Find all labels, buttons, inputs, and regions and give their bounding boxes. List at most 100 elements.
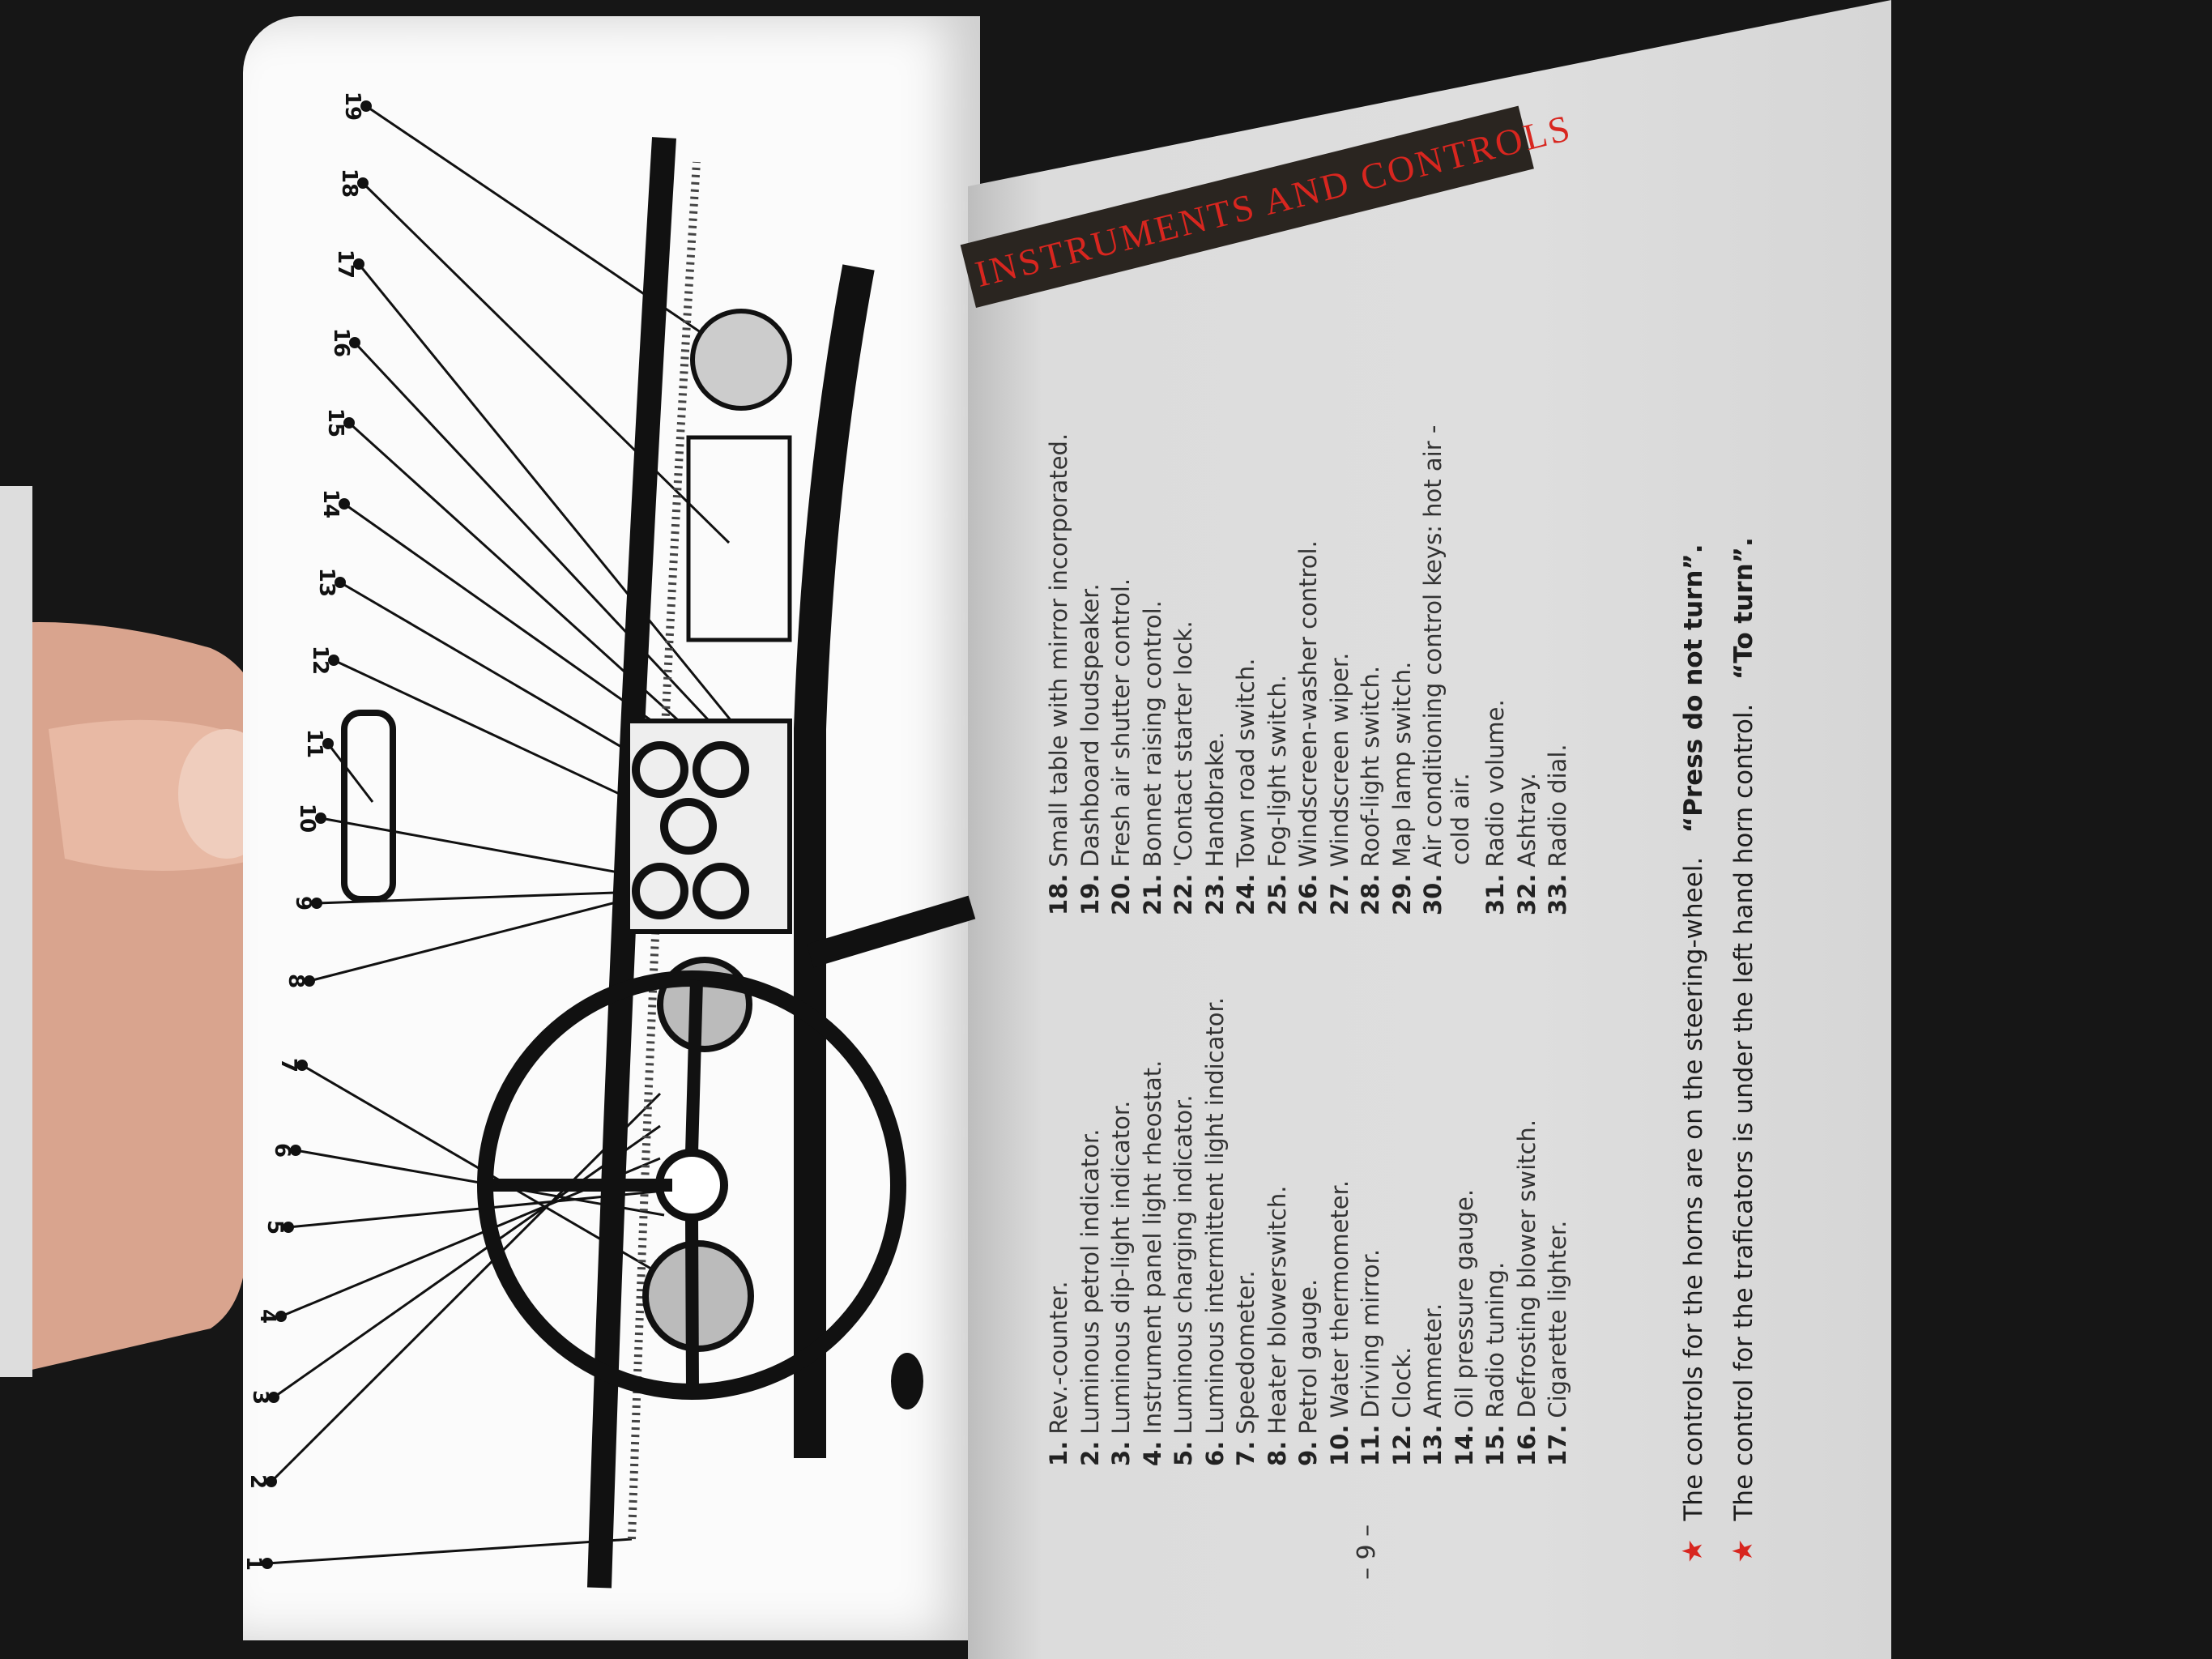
label-dot <box>360 100 372 112</box>
legend-item: 30.Air conditioning control keys: hot ai… <box>1419 424 1474 915</box>
page-number: – 9 – <box>1353 1524 1381 1580</box>
label-dot <box>304 975 315 987</box>
diagram-label: 9 <box>291 896 315 911</box>
diagram-label: 19 <box>340 92 364 121</box>
leader-line <box>309 889 661 983</box>
leader-line <box>326 743 374 803</box>
right-page <box>968 0 1891 1659</box>
leader-line <box>270 1092 662 1483</box>
diagram-label: 3 <box>248 1390 272 1405</box>
label-dot <box>328 655 339 666</box>
diagram-label: 17 <box>333 249 357 279</box>
legend-item: 25.Fog-light switch. <box>1263 675 1291 915</box>
legend-text-block: 1.Rev.-counter.2.Luminous petrol indicat… <box>1029 81 1920 1588</box>
label-dot <box>262 1558 273 1569</box>
legend-item: 4.Instrument panel light rheostat. <box>1138 1060 1166 1466</box>
leader-line <box>273 1124 661 1399</box>
leader-line <box>339 581 661 771</box>
driving-mirror <box>341 710 396 902</box>
diagram-label: 7 <box>276 1058 300 1073</box>
label-dot <box>275 1311 287 1322</box>
star-icon: ★ <box>1727 1538 1759 1563</box>
legend-item: 26.Windscreen-washer control. <box>1294 540 1322 915</box>
legend-item: 18.Small table with mirror incorporated. <box>1045 433 1072 915</box>
label-dot <box>283 1222 294 1233</box>
diagram-label: 13 <box>314 568 339 597</box>
star-icon: ★ <box>1677 1538 1709 1563</box>
note-traficators: ★The control for the traficators is unde… <box>1727 537 1759 1563</box>
legend-item: 14.Oil pressure gauge. <box>1450 1188 1478 1466</box>
legend-item: 16.Defrosting blower switch. <box>1512 1119 1541 1466</box>
label-dot <box>353 258 364 270</box>
diagram-label: 16 <box>329 328 353 357</box>
legend-item: 1.Rev.-counter. <box>1045 1281 1072 1466</box>
diagram-label: 8 <box>283 974 308 988</box>
legend-item: 9.Petrol gauge. <box>1294 1278 1322 1466</box>
diagram-label: 10 <box>295 804 319 833</box>
gauge <box>632 741 688 798</box>
label-dot <box>322 738 334 749</box>
legend-item: 22.'Contact starter lock. <box>1170 621 1197 915</box>
gauge <box>632 863 688 919</box>
diagram-label: 14 <box>318 489 343 518</box>
legend-item: 15.Radio tuning. <box>1481 1261 1509 1466</box>
diagram-label: 18 <box>337 168 361 198</box>
legend-item: 3.Luminous dip-light indicator. <box>1107 1100 1135 1466</box>
legend-item: 23.Handbrake. <box>1200 731 1229 915</box>
hand <box>0 486 278 1377</box>
leader-line <box>361 181 731 544</box>
diagram-label: 6 <box>270 1143 294 1158</box>
legend-item: 7.Speedometer. <box>1232 1270 1259 1466</box>
dashboard-panel <box>793 264 875 1459</box>
leader-line <box>266 1537 633 1565</box>
note-horns: ★The controls for the horns are on the s… <box>1677 544 1709 1563</box>
label-dot <box>296 1060 308 1071</box>
legend-item: 10.Water thermometer. <box>1325 1179 1353 1466</box>
handbrake-lever <box>806 895 976 968</box>
leader-line <box>365 104 742 361</box>
label-dot <box>315 812 326 824</box>
loudspeaker <box>690 309 792 411</box>
legend-item: 17.Cigarette lighter. <box>1544 1220 1571 1466</box>
diagram-label: 1 <box>241 1556 266 1571</box>
label-dot <box>290 1145 301 1156</box>
legend-item: 11.Driving mirror. <box>1357 1248 1384 1466</box>
diagram-label: 2 <box>245 1474 270 1489</box>
diagram-label: 12 <box>308 646 332 675</box>
legend-item: 5.Luminous charging indicator. <box>1170 1094 1197 1466</box>
label-dot <box>266 1476 277 1487</box>
label-dot <box>349 337 360 348</box>
steering-spokes <box>486 979 703 1390</box>
clock <box>660 798 717 855</box>
legend-item: 24.Town road switch. <box>1232 658 1259 915</box>
legend-item: 32.Ashtray. <box>1512 772 1541 915</box>
door-knob <box>891 1353 923 1410</box>
legend-item: 12.Clock. <box>1387 1346 1416 1466</box>
legend-item: 19.Dashboard loudspeaker. <box>1076 583 1104 915</box>
gauge <box>693 741 749 798</box>
steering-wheel <box>477 970 906 1400</box>
label-dot <box>268 1392 279 1403</box>
legend-item: 31.Radio volume. <box>1481 699 1509 915</box>
diagram-label: 5 <box>262 1220 287 1235</box>
legend-item: 21.Bonnet raising control. <box>1138 600 1166 915</box>
label-dot <box>311 898 322 909</box>
diagram-label: 4 <box>255 1309 279 1324</box>
legend-item: 6.Luminous intermittent light indicator. <box>1200 997 1229 1466</box>
label-dot <box>339 498 350 510</box>
legend-item: 28.Roof-light switch. <box>1357 665 1384 915</box>
legend-item: 13.Ammeter. <box>1419 1303 1447 1466</box>
diagram-label: 11 <box>302 729 326 758</box>
label-dot <box>335 577 346 588</box>
legend-item: 20.Fresh air shutter control. <box>1107 578 1135 915</box>
glove-box <box>686 435 792 642</box>
diagram-label: 15 <box>323 408 347 437</box>
legend-item: 2.Luminous petrol indicator. <box>1076 1128 1104 1466</box>
label-dot <box>357 177 369 189</box>
legend-item: 33.Radio dial. <box>1544 744 1571 915</box>
legend-item: 27.Windscreen wiper. <box>1325 652 1353 915</box>
leader-line <box>357 263 779 778</box>
gauge <box>693 863 749 919</box>
label-dot <box>343 417 355 429</box>
